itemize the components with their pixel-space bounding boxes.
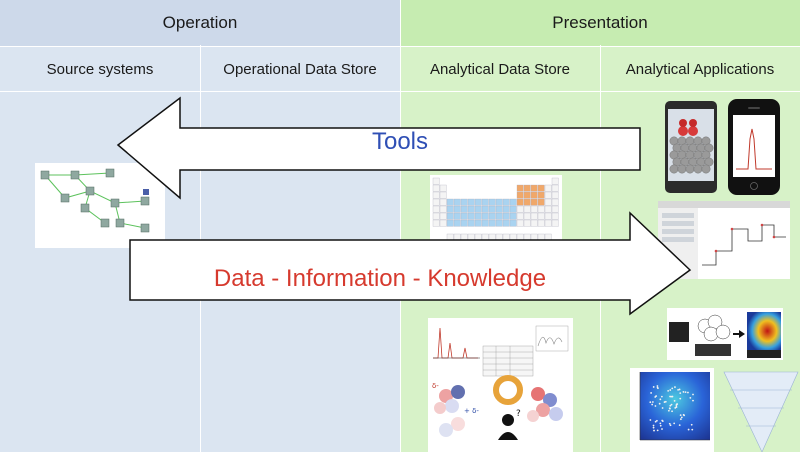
analytical-applications-header: Analytical Applications xyxy=(600,47,800,91)
analytical-applications-label: Analytical Applications xyxy=(625,60,775,78)
analytical-data-store-label: Analytical Data Store xyxy=(429,60,571,78)
operational-data-store-header: Operational Data Store xyxy=(200,47,400,91)
smartphone-graph-thumbnail xyxy=(728,99,780,195)
tablet-molecule-thumbnail xyxy=(665,101,717,193)
svg-text:?: ? xyxy=(516,409,521,419)
energy-diagram-thumbnail xyxy=(658,201,790,279)
source-systems-header: Source systems xyxy=(0,47,200,91)
analysis-composite-thumbnail: δ- + δ- ? xyxy=(428,318,573,452)
svg-text:+ δ-: + δ- xyxy=(464,407,479,415)
presentation-header: Presentation xyxy=(400,0,800,46)
workflow-diagram-thumbnail xyxy=(35,163,165,248)
column-divider-2 xyxy=(400,0,401,452)
operation-header: Operation xyxy=(0,0,400,46)
operational-data-store-label: Operational Data Store xyxy=(223,60,377,78)
tools-label: Tools xyxy=(371,128,429,155)
operation-header-label: Operation xyxy=(162,13,238,32)
presentation-header-label: Presentation xyxy=(552,13,648,32)
analytical-data-store-header: Analytical Data Store xyxy=(400,47,600,91)
data-information-knowledge-label: Data - Information - Knowledge xyxy=(213,265,547,292)
microkinetics-thumbnail xyxy=(667,308,783,360)
svg-text:δ-: δ- xyxy=(432,382,439,390)
source-systems-label: Source systems xyxy=(46,60,154,78)
scatter-plot-thumbnail xyxy=(630,368,714,452)
filter-funnel-thumbnail xyxy=(722,368,800,452)
